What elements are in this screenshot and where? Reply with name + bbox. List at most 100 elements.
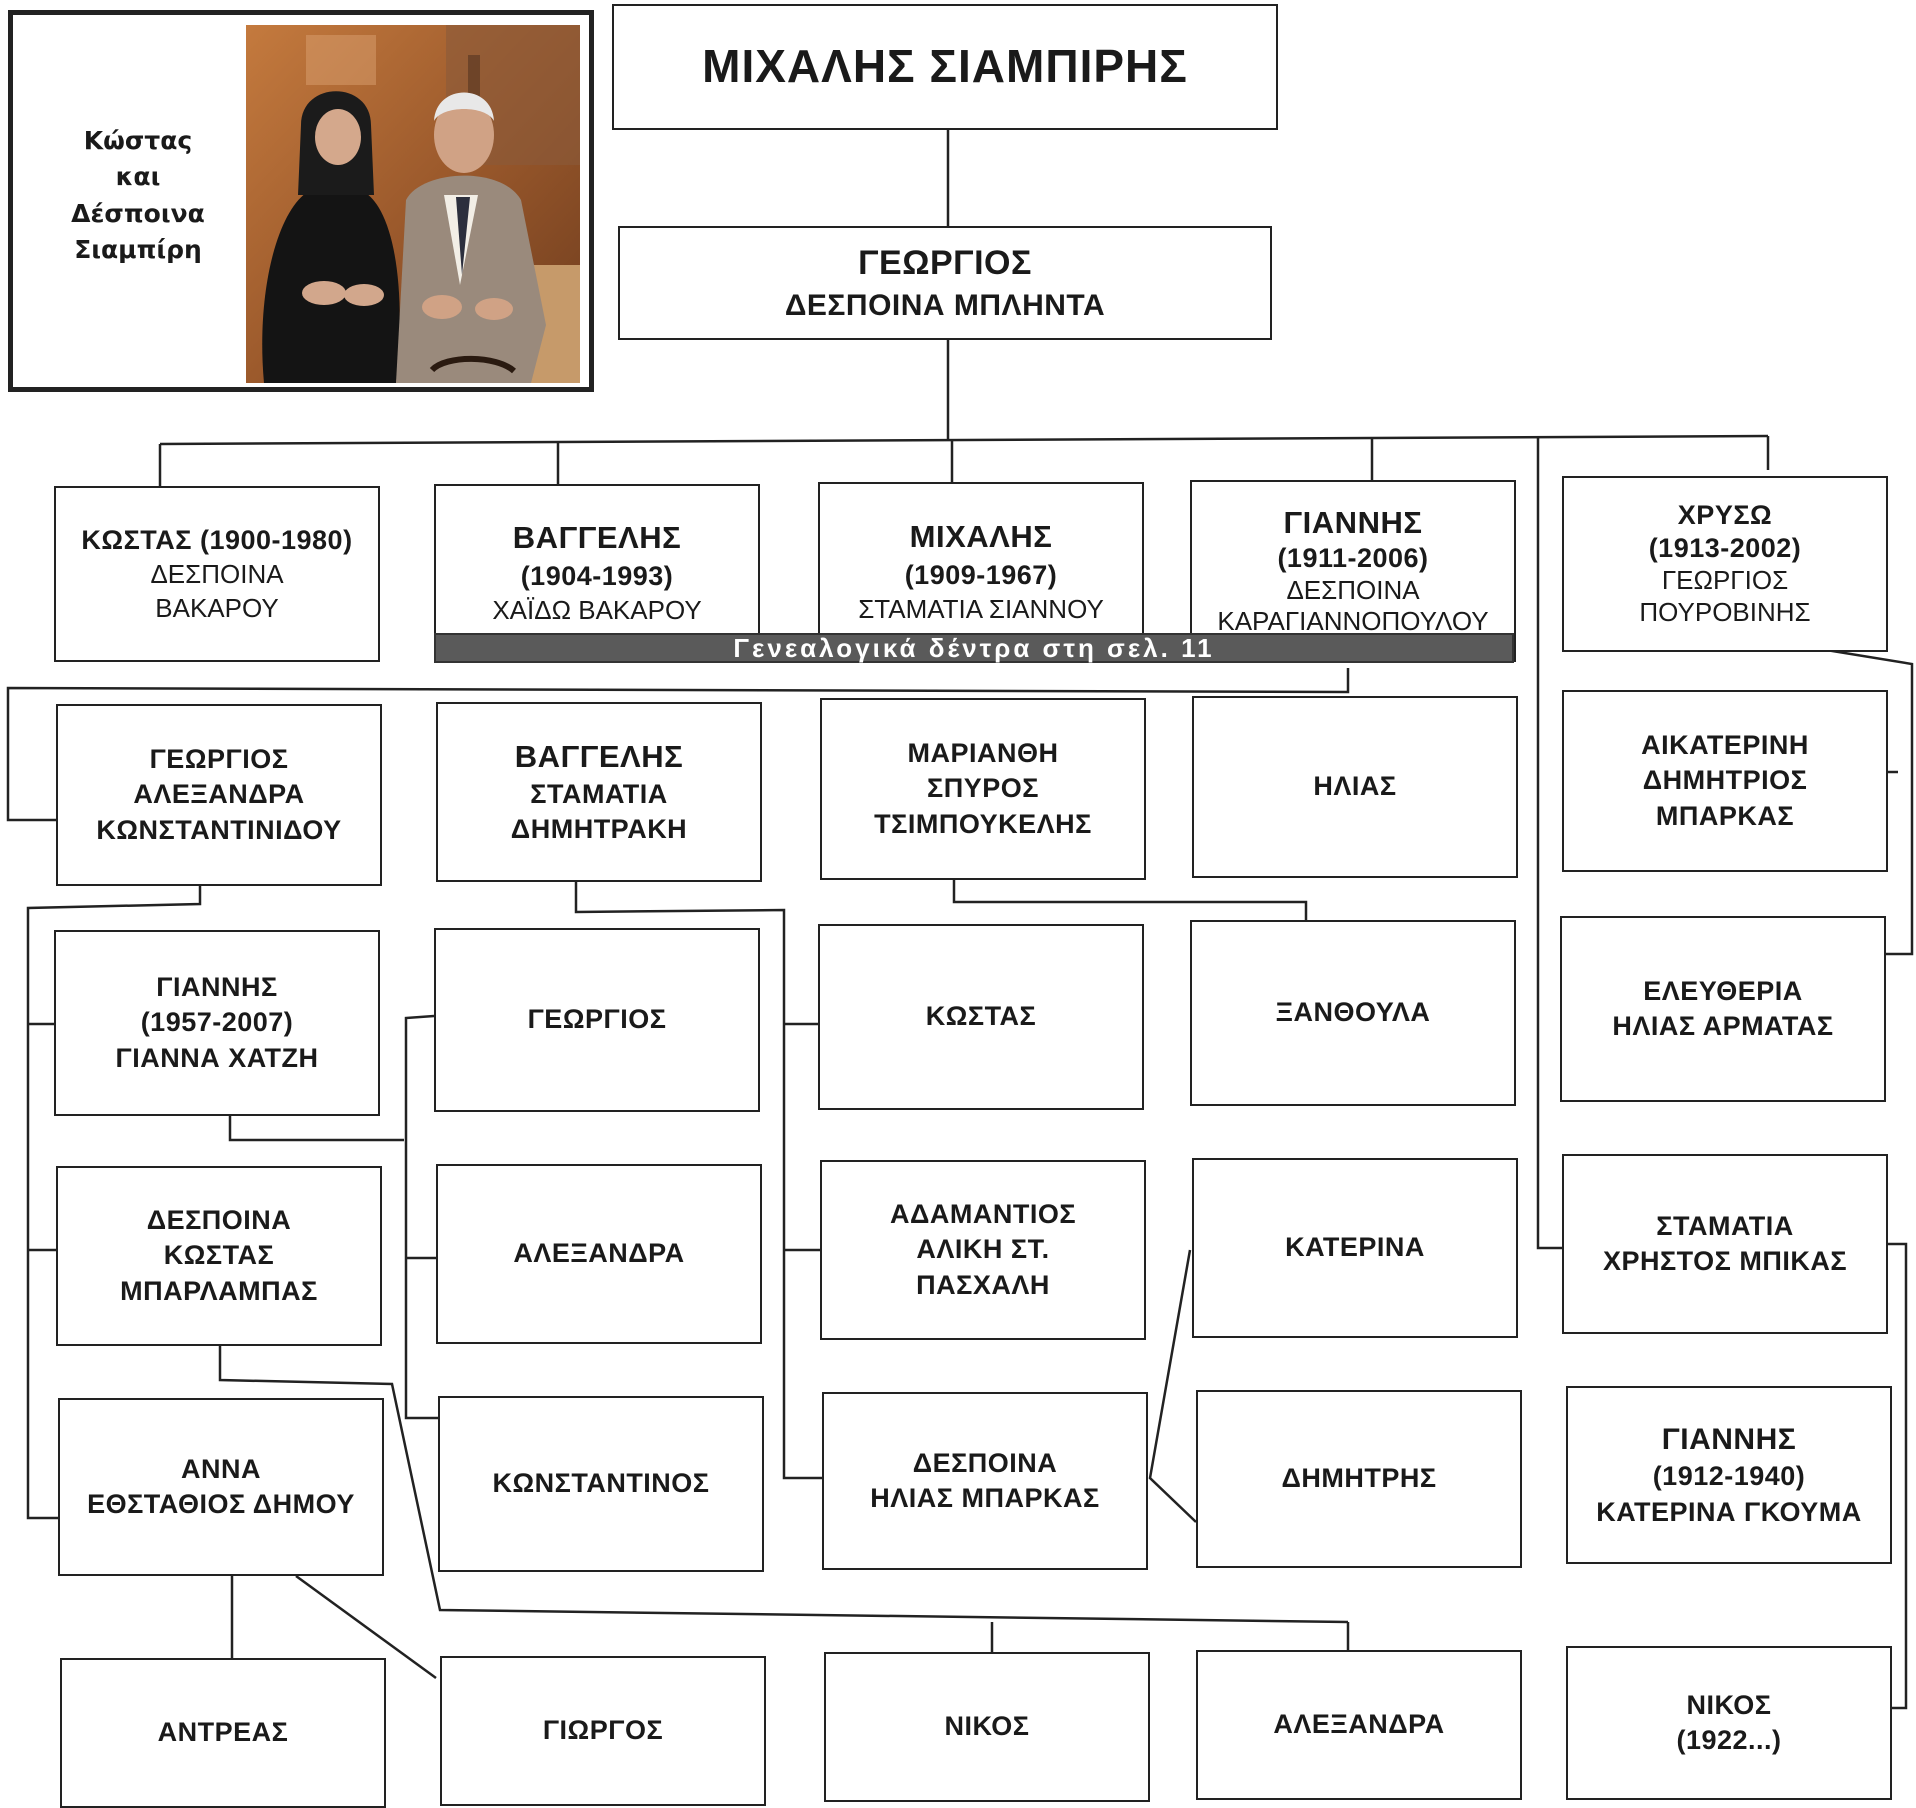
- photo-caption: Κώστας και Δέσποινα Σιαμπίρη: [43, 123, 233, 268]
- person-line: ΓΙΑΝΝΑ ΧΑΤΖΗ: [115, 1042, 319, 1073]
- person-line: ΔΗΜΗΤΡΗΣ: [1281, 1463, 1437, 1494]
- couple-photo: [246, 25, 580, 383]
- child-name: ΚΩΣΤΑΣ (1900-1980): [81, 524, 353, 555]
- person-line: ΑΛΕΞΑΝΔΡΑ: [1273, 1709, 1445, 1740]
- person-line: ΚΩΣΤΑΣ: [163, 1240, 275, 1271]
- child-name: ΒΑΓΓΕΛΗΣ: [512, 520, 682, 556]
- person-line: ΗΛΙΑΣ: [1313, 771, 1397, 802]
- person-box: ΒΑΓΓΕΛΗΣ ΣΤΑΜΑΤΙΑ ΔΗΜΗΤΡΑΚΗ: [436, 702, 762, 882]
- person-box: ΚΑΤΕΡΙΝΑ: [1192, 1158, 1518, 1338]
- spouse-line: ΔΕΣΠΟΙΝΑ: [1286, 574, 1420, 605]
- person-line: ΗΛΙΑΣ ΑΡΜΑΤΑΣ: [1612, 1011, 1834, 1041]
- child-name: ΧΡΥΣΩ: [1677, 500, 1773, 531]
- person-line: ΑΝΤΡΕΑΣ: [157, 1717, 289, 1748]
- person-line: ΚΑΤΕΡΙΝΑ ΓΚΟΥΜΑ: [1596, 1496, 1862, 1527]
- person-box: ΓΙΩΡΓΟΣ: [440, 1656, 766, 1806]
- person-line: ΣΠΥΡΟΣ: [927, 773, 1039, 804]
- child-dates: (1904-1993): [520, 560, 674, 591]
- person-line: ΓΙΑΝΝΗΣ: [156, 972, 278, 1003]
- person-line: ΝΙΚΟΣ: [1686, 1689, 1772, 1720]
- person-line: ΑΛΕΞΑΝΔΡΑ: [133, 779, 305, 810]
- caption-line: Δέσποινα: [71, 198, 205, 228]
- root-name: ΜΙΧΑΛΗΣ ΣΙΑΜΠΙΡΗΣ: [702, 40, 1188, 93]
- person-box: ΝΙΚΟΣ: [824, 1652, 1150, 1802]
- caption-line: και: [115, 162, 161, 192]
- person-box: ΣΤΑΜΑΤΙΑ ΧΡΗΣΤΟΣ ΜΠΙΚΑΣ: [1562, 1154, 1888, 1334]
- child-dates: (1911-2006): [1277, 542, 1429, 573]
- child-box-giannis: ΓΙΑΝΝΗΣ (1911-2006) ΔΕΣΠΟΙΝΑ ΚΑΡΑΓΙΑΝΝΟΠ…: [1190, 480, 1516, 662]
- person-line: ΣΤΑΜΑΤΙΑ: [1656, 1210, 1794, 1241]
- person-line: ΓΕΩΡΓΙΟΣ: [149, 744, 289, 775]
- person-line: ΚΩΝΣΤΑΝΤΙΝΟΣ: [492, 1468, 710, 1499]
- page-reference-banner: Γενεαλογικά δέντρα στη σελ. 11: [434, 633, 1514, 663]
- person-box: ΓΙΑΝΝΗΣ (1957-2007) ΓΙΑΝΝΑ ΧΑΤΖΗ: [54, 930, 380, 1116]
- person-line: (1922...): [1676, 1725, 1782, 1755]
- person-line: ΒΑΓΓΕΛΗΣ: [514, 738, 684, 774]
- person-line: ΚΩΣΤΑΣ: [925, 1001, 1037, 1032]
- child-name: ΓΙΑΝΝΗΣ: [1283, 504, 1423, 540]
- person-line: ΚΑΤΕΡΙΝΑ: [1285, 1232, 1425, 1263]
- person-line: ΓΙΩΡΓΟΣ: [542, 1715, 664, 1746]
- person-box: ΓΕΩΡΓΙΟΣ: [434, 928, 760, 1112]
- person-box: ΗΛΙΑΣ: [1192, 696, 1518, 878]
- person-line: ΔΗΜΗΤΡΙΟΣ: [1642, 765, 1808, 796]
- parents-box: ΓΕΩΡΓΙΟΣ ΔΕΣΠΟΙΝΑ ΜΠΛΗΝΤΑ: [618, 226, 1272, 340]
- person-box: ΕΛΕΥΘΕΡΙΑ ΗΛΙΑΣ ΑΡΜΑΤΑΣ: [1560, 916, 1886, 1102]
- person-line: ΑΛΕΞΑΝΔΡΑ: [513, 1238, 685, 1269]
- spouse-line: ΚΑΡΑΓΙΑΝΝΟΠΟΥΛΟΥ: [1217, 606, 1489, 637]
- person-line: ΣΤΑΜΑΤΙΑ: [530, 779, 668, 810]
- person-line: ΕΛΕΥΘΕΡΙΑ: [1643, 975, 1803, 1006]
- child-dates: (1909-1967): [904, 559, 1058, 590]
- caption-line: Κώστας: [83, 126, 193, 155]
- person-box: ΑΝΝΑ ΕΘΣΤΑΘΙΟΣ ΔΗΜΟΥ: [58, 1398, 384, 1576]
- spouse-line: ΣΤΑΜΑΤΙΑ ΣΙΑΝΝΟΥ: [858, 593, 1104, 624]
- person-line: ΜΠΑΡΛΑΜΠΑΣ: [120, 1275, 318, 1306]
- person-line: ΜΠΑΡΚΑΣ: [1655, 800, 1795, 831]
- spouse-line: ΔΕΣΠΟΙΝΑ: [150, 558, 284, 589]
- person-line: ΠΑΣΧΑΛΗ: [916, 1269, 1050, 1300]
- person-line: ΓΕΩΡΓΙΟΣ: [527, 1004, 667, 1035]
- person-box: ΞΑΝΘΟΥΛΑ: [1190, 920, 1516, 1106]
- person-line: ΗΛΙΑΣ ΜΠΑΡΚΑΣ: [870, 1483, 1100, 1513]
- person-line: ΕΘΣΤΑΘΙΟΣ ΔΗΜΟΥ: [87, 1489, 355, 1519]
- person-line: (1957-2007): [140, 1007, 294, 1038]
- person-box: ΚΩΣΤΑΣ: [818, 924, 1144, 1110]
- person-line: (1912-1940): [1652, 1461, 1806, 1492]
- person-box: ΔΕΣΠΟΙΝΑ ΚΩΣΤΑΣ ΜΠΑΡΛΑΜΠΑΣ: [56, 1166, 382, 1346]
- person-box: ΚΩΝΣΤΑΝΤΙΝΟΣ: [438, 1396, 764, 1572]
- family-photo-frame: Κώστας και Δέσποινα Σιαμπίρη: [8, 10, 594, 392]
- person-box: ΔΕΣΠΟΙΝΑ ΗΛΙΑΣ ΜΠΑΡΚΑΣ: [822, 1392, 1148, 1570]
- child-dates: (1913-2002): [1648, 533, 1802, 564]
- person-box: ΑΔΑΜΑΝΤΙΟΣ ΑΛΙΚΗ ΣΤ. ΠΑΣΧΑΛΗ: [820, 1160, 1146, 1340]
- person-line: ΓΙΑΝΝΗΣ: [1661, 1423, 1797, 1457]
- spouse-line: ΧΑΪΔΩ ΒΑΚΑΡΟΥ: [492, 594, 702, 625]
- root-ancestor-box: ΜΙΧΑΛΗΣ ΣΙΑΜΠΙΡΗΣ: [612, 4, 1278, 130]
- person-box: ΑΙΚΑΤΕΡΙΝΗ ΔΗΜΗΤΡΙΟΣ ΜΠΑΡΚΑΣ: [1562, 690, 1888, 872]
- person-line: ΧΡΗΣΤΟΣ ΜΠΙΚΑΣ: [1602, 1246, 1848, 1276]
- person-line: ΜΑΡΙΑΝΘΗ: [907, 738, 1059, 769]
- person-line: ΑΛΙΚΗ ΣΤ.: [916, 1234, 1050, 1265]
- child-box-xryso: ΧΡΥΣΩ (1913-2002) ΓΕΩΡΓΙΟΣ ΠΟΥΡΟΒΙΝΗΣ: [1562, 476, 1888, 652]
- parent-line: ΓΕΩΡΓΙΟΣ: [858, 244, 1032, 283]
- person-box: ΓΙΑΝΝΗΣ (1912-1940) ΚΑΤΕΡΙΝΑ ΓΚΟΥΜΑ: [1566, 1386, 1892, 1564]
- person-box: ΑΛΕΞΑΝΔΡΑ: [1196, 1650, 1522, 1800]
- person-line: ΞΑΝΘΟΥΛΑ: [1275, 997, 1431, 1028]
- person-line: ΑΙΚΑΤΕΡΙΝΗ: [1641, 730, 1809, 761]
- person-line: ΔΗΜΗΤΡΑΚΗ: [510, 814, 688, 845]
- spouse-line: ΠΟΥΡΟΒΙΝΗΣ: [1639, 596, 1811, 627]
- child-box-kostas: ΚΩΣΤΑΣ (1900-1980) ΔΕΣΠΟΙΝΑ ΒΑΚΑΡΟΥ: [54, 486, 380, 662]
- person-box: ΔΗΜΗΤΡΗΣ: [1196, 1390, 1522, 1568]
- person-line: ΔΕΣΠΟΙΝΑ: [146, 1205, 292, 1236]
- person-line: ΝΙΚΟΣ: [944, 1711, 1030, 1742]
- person-box: ΓΕΩΡΓΙΟΣ ΑΛΕΞΑΝΔΡΑ ΚΩΝΣΤΑΝΤΙΝΙΔΟΥ: [56, 704, 382, 886]
- person-line: ΤΣΙΜΠΟΥΚΕΛΗΣ: [874, 808, 1092, 839]
- person-line: ΑΔΑΜΑΝΤΙΟΣ: [889, 1199, 1077, 1230]
- person-box: ΑΛΕΞΑΝΔΡΑ: [436, 1164, 762, 1344]
- person-line: ΔΕΣΠΟΙΝΑ: [912, 1447, 1058, 1478]
- parent-line: ΔΕΣΠΟΙΝΑ ΜΠΛΗΝΤΑ: [784, 288, 1106, 322]
- person-box: ΝΙΚΟΣ (1922...): [1566, 1646, 1892, 1800]
- person-line: ΑΝΝΑ: [181, 1453, 261, 1484]
- child-name: ΜΙΧΑΛΗΣ: [909, 519, 1053, 555]
- spouse-line: ΒΑΚΑΡΟΥ: [155, 592, 279, 623]
- person-box: ΜΑΡΙΑΝΘΗ ΣΠΥΡΟΣ ΤΣΙΜΠΟΥΚΕΛΗΣ: [820, 698, 1146, 880]
